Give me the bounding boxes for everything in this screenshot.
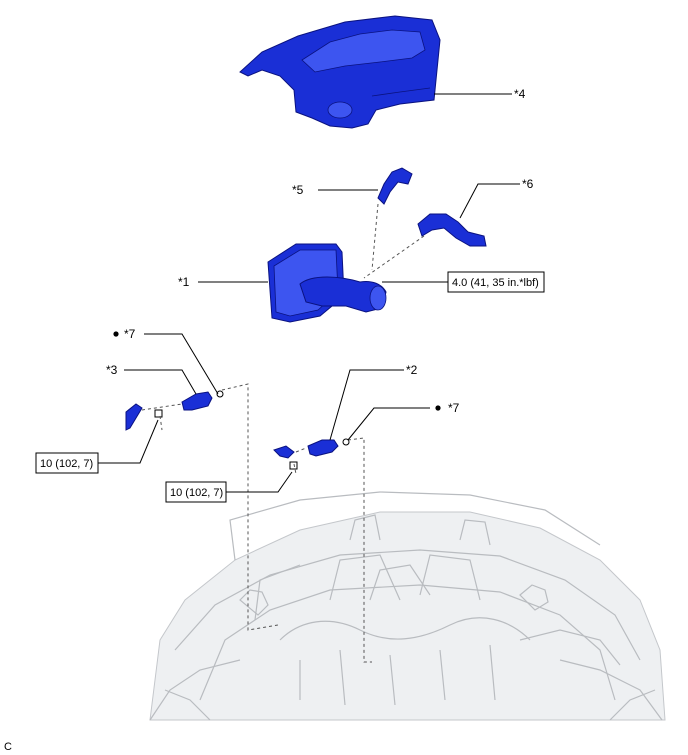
torque-box-3 <box>165 481 227 503</box>
bullet-dot <box>435 405 441 411</box>
hose-part <box>417 213 487 247</box>
callout-1: *1 <box>178 275 190 289</box>
air-assembly-part <box>267 243 387 323</box>
callout-2: *2 <box>406 363 418 377</box>
callout-6: *6 <box>522 177 534 191</box>
vehicle-engine-bay <box>149 491 666 721</box>
torque-box-2 <box>35 452 99 474</box>
illustration-code: C <box>4 741 12 753</box>
installation-guide-lines <box>141 203 425 663</box>
torque-spec-3: 10 (102, 7) <box>170 487 223 499</box>
callout-7-left: *7 <box>124 327 136 341</box>
sensor-left-part <box>125 390 224 431</box>
callout-4: *4 <box>514 87 526 101</box>
bullet-dot <box>113 331 119 337</box>
torque-box-1 <box>447 271 545 293</box>
leader-lines <box>98 93 520 493</box>
torque-spec-2: 10 (102, 7) <box>40 458 93 470</box>
callout-7-right: *7 <box>448 401 460 415</box>
callout-5: *5 <box>292 183 304 197</box>
torque-spec-1: 4.0 (41, 35 in.*lbf) <box>452 277 539 289</box>
small-hose-part <box>377 167 413 205</box>
sensor-right-part <box>273 438 350 470</box>
engine-cover-part <box>239 15 441 129</box>
callout-3: *3 <box>106 363 118 377</box>
